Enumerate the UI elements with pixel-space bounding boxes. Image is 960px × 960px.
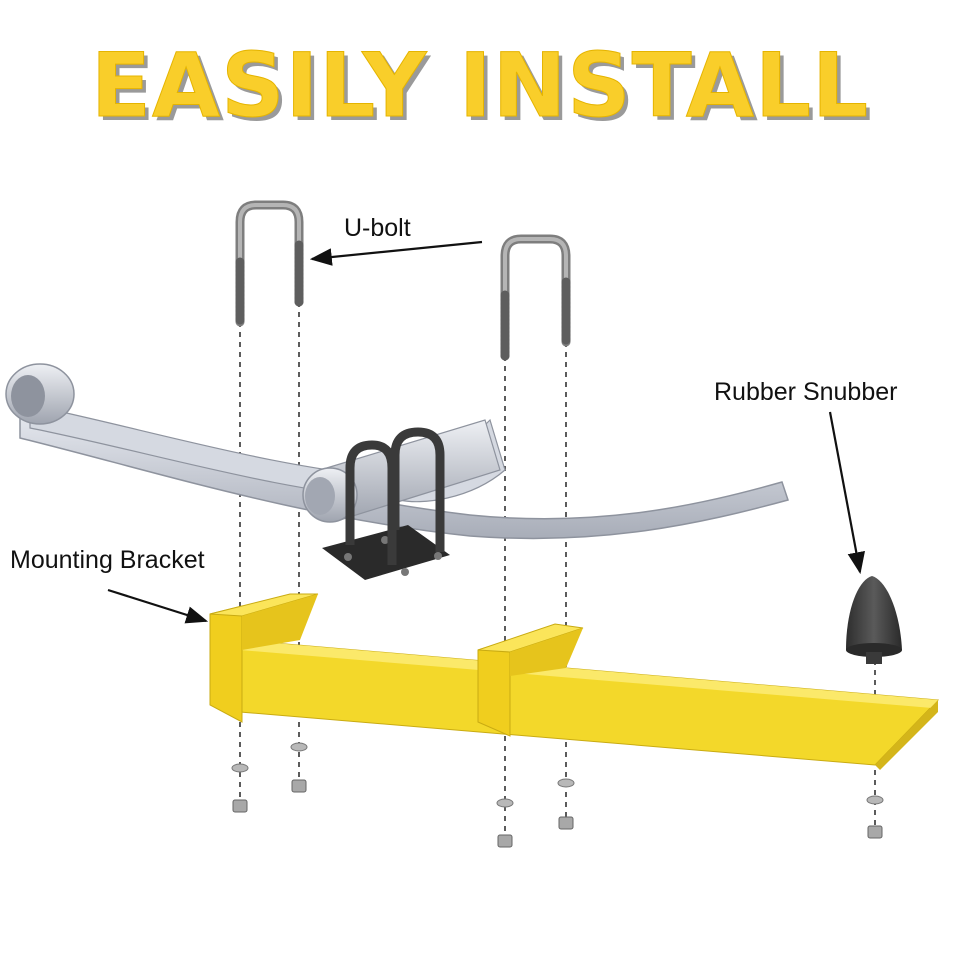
washer-icon <box>231 742 884 808</box>
rubber-snubber-icon <box>846 576 902 664</box>
mounting-bracket-label: Mounting Bracket <box>10 546 205 574</box>
leaf-spring-icon <box>5 363 789 580</box>
hardware-set <box>231 742 884 848</box>
u-bolt-icon <box>235 200 304 327</box>
title-shadow: EASILY INSTALL <box>95 38 873 141</box>
page-title: EASILY INSTALL <box>91 34 869 137</box>
u-bolt-icon <box>500 234 571 361</box>
u-bolt-arrow <box>309 240 483 266</box>
assembly-guide-lines <box>239 302 876 840</box>
u-bolt-label: U-bolt <box>344 214 411 242</box>
mounting-bracket-icon <box>209 593 940 770</box>
callout-arrows <box>107 240 866 624</box>
mounting-bracket-arrow <box>107 588 209 624</box>
title-group: EASILY INSTALL EASILY INSTALL <box>90 34 873 142</box>
nut-icon <box>232 779 883 848</box>
rubber-snubber-arrow <box>828 411 866 575</box>
rubber-snubber-label: Rubber Snubber <box>714 378 897 406</box>
